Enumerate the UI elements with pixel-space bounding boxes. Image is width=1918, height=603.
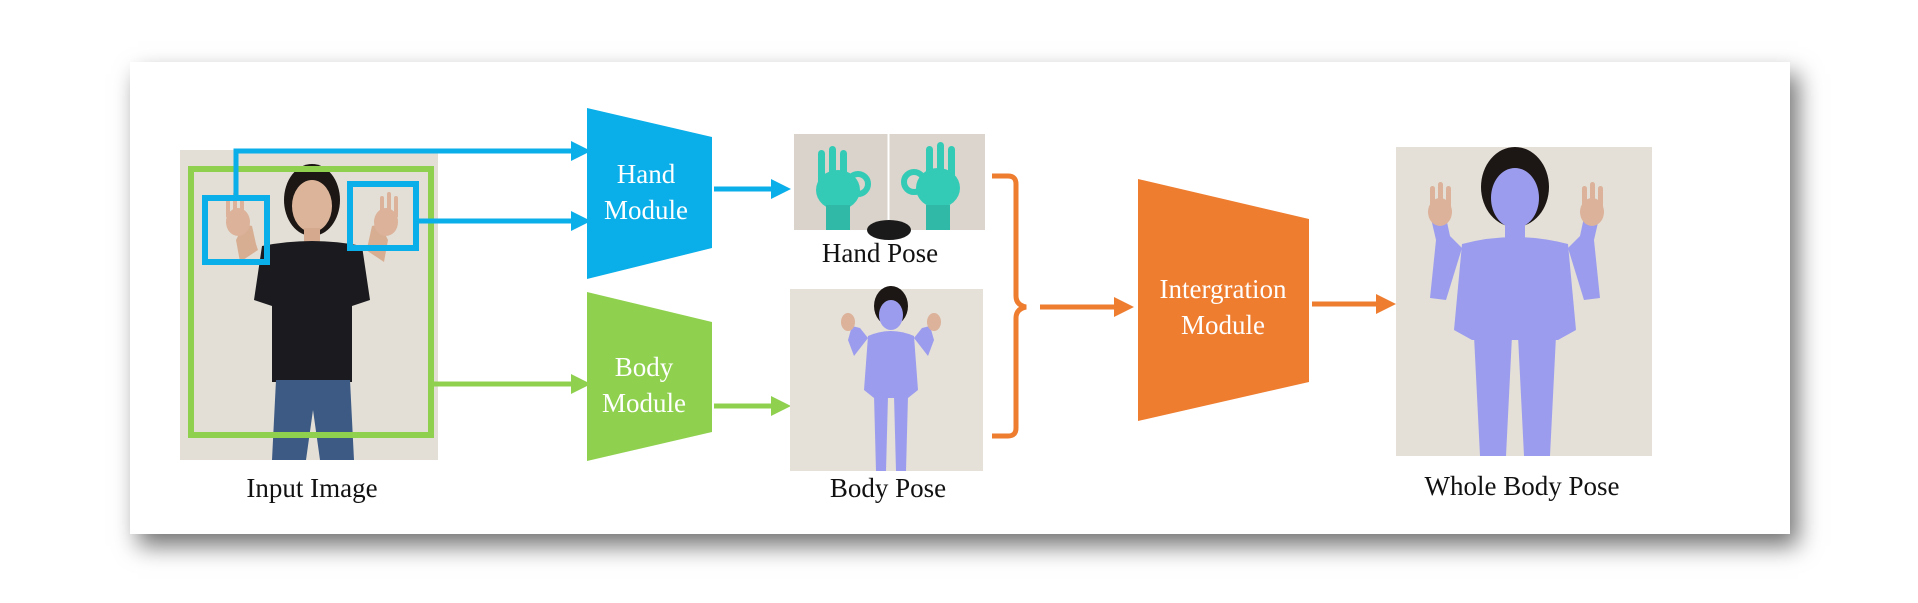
input-person-figure bbox=[226, 164, 398, 460]
whole-body-pose-image bbox=[1396, 147, 1652, 456]
hand-pose-image bbox=[794, 134, 985, 240]
arrow-left-hand-to-hand-module bbox=[233, 141, 591, 198]
integration-module-label-line2: Module bbox=[1181, 310, 1265, 340]
integration-module-label-line1: Intergration bbox=[1160, 274, 1287, 304]
body-module: Body Module bbox=[587, 292, 712, 461]
integration-module: Intergration Module bbox=[1138, 179, 1309, 421]
input-image-caption: Input Image bbox=[246, 473, 377, 503]
whole-body-pose-caption: Whole Body Pose bbox=[1425, 471, 1620, 501]
body-module-label-line1: Body bbox=[615, 352, 674, 382]
hand-module: Hand Module bbox=[587, 108, 712, 279]
body-pose-image bbox=[790, 286, 983, 471]
hand-module-label-line1: Hand bbox=[617, 159, 676, 189]
right-hand-bbox bbox=[347, 181, 419, 251]
merge-bracket bbox=[992, 173, 1027, 439]
body-pose-caption: Body Pose bbox=[830, 473, 946, 503]
body-module-label-line2: Module bbox=[602, 388, 686, 418]
hand-module-label-line2: Module bbox=[604, 195, 688, 225]
hand-pose-caption: Hand Pose bbox=[822, 238, 938, 268]
body-bbox bbox=[188, 166, 434, 438]
input-image bbox=[180, 150, 438, 460]
